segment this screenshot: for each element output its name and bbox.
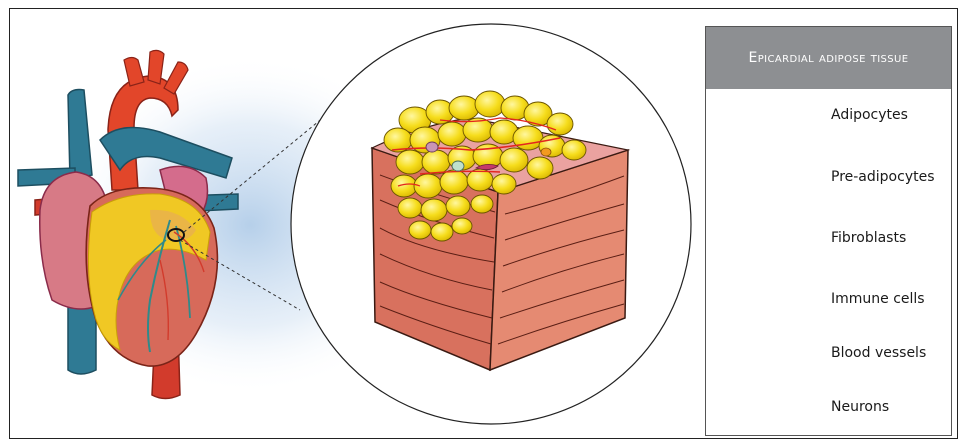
- legend-item-immune-cells: Immune cells: [706, 279, 951, 319]
- legend-item-adipocytes: Adipocytes: [706, 95, 951, 135]
- legend-label-immune-cells: Immune cells: [831, 291, 925, 307]
- legend-item-blood-vessels: Blood vessels: [706, 333, 951, 373]
- tissue-zoom-circle: [291, 24, 691, 424]
- legend-title: Epicardial adipose tissue: [706, 27, 951, 89]
- legend-label-neurons: Neurons: [831, 399, 889, 415]
- legend-label-pre-adipocytes: Pre-adipocytes: [831, 169, 935, 185]
- legend-item-neurons: Neurons: [706, 387, 951, 427]
- legend-label-blood-vessels: Blood vessels: [831, 345, 926, 361]
- legend-label-fibroblasts: Fibroblasts: [831, 230, 906, 246]
- legend-label-adipocytes: Adipocytes: [831, 107, 908, 123]
- legend-panel: Epicardial adipose tissue Adipocytes Pre…: [705, 26, 952, 436]
- legend-item-pre-adipocytes: Pre-adipocytes: [706, 157, 951, 197]
- legend-item-fibroblasts: Fibroblasts: [706, 218, 951, 258]
